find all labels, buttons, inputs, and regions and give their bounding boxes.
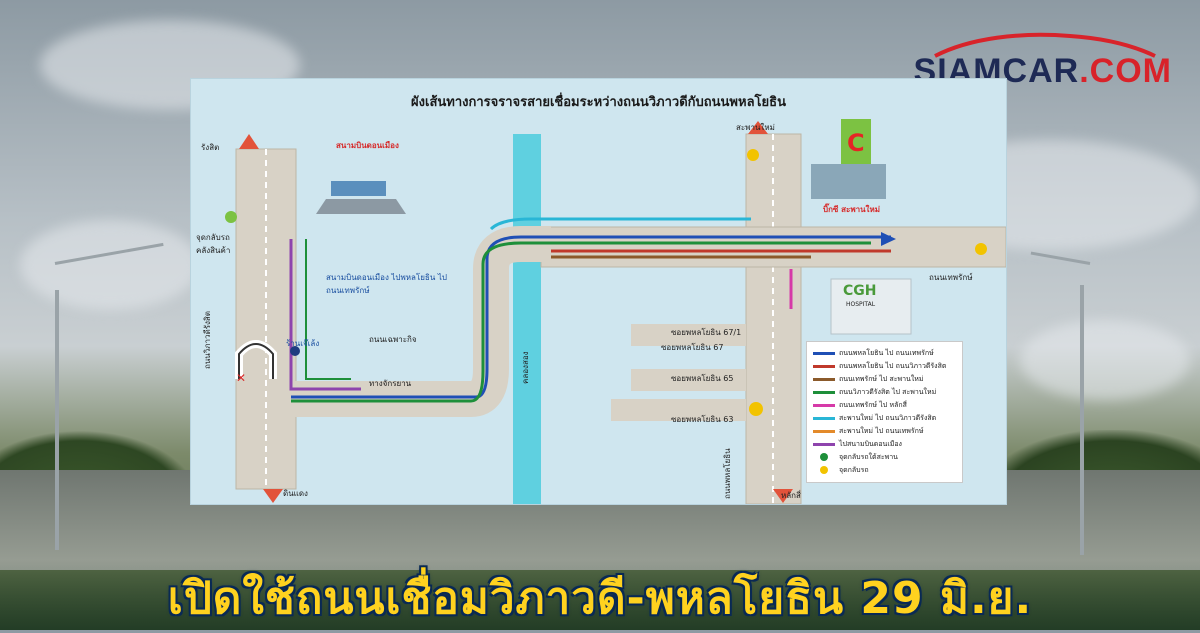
route-map: ผังเส้นทางการจราจรสายเชื่อมระหว่างถนนวิภ… (190, 78, 1007, 505)
label-cgh-sub: HOSPITAL (846, 301, 876, 308)
logo-suffix: .COM (1079, 52, 1172, 90)
label-lak-si: หลักสี่ (781, 491, 801, 500)
map-title: ผังเส้นทางการจราจรสายเชื่อมระหว่างถนนวิภ… (411, 95, 786, 110)
legend-item: ถนนพหลโยธิน ไป ถนนเทพรักษ์ (813, 348, 934, 358)
route-sign-icon (749, 402, 763, 416)
legend-item: จุดกลับรถใต้สะพาน (813, 452, 898, 462)
svg-text:✕: ✕ (236, 371, 246, 385)
street-lamp (1080, 285, 1084, 555)
label-soi-67-1: ซอยพหลโยธิน 67/1 (671, 328, 742, 337)
label-uturn-warehouse: จุดกลับรถ คลังสินค้า (196, 233, 231, 255)
label-soi-65: ซอยพหลโยธิน 65 (671, 374, 734, 383)
label-soi-63: ซอยพหลโยธิน 63 (671, 415, 734, 424)
soi-road (611, 399, 746, 421)
label-airport: สนามบินดอนเมือง (336, 141, 399, 150)
legend-swatch (813, 416, 835, 420)
arrow-down-icon (263, 489, 283, 503)
route-legend: ถนนพหลโยธิน ไป ถนนเทพรักษ์ ถนนพหลโยธิน ไ… (806, 341, 963, 483)
label-airport-route: สนามบินดอนเมือง ไปพหลโยธิน ไปถนนเทพรักษ์ (326, 273, 447, 295)
label-thep-rak: ถนนเทพรักษ์ (929, 273, 973, 282)
legend-item: ถนนวิภาวดีรังสิต ไป สะพานใหม่ (813, 387, 936, 397)
legend-item: ถนนเทพรักษ์ ไป สะพานใหม่ (813, 374, 923, 384)
connector-road (281, 226, 551, 417)
legend-item: จุดกลับรถ (813, 465, 869, 475)
legend-item: สะพานใหม่ ไป ถนนเทพรักษ์ (813, 426, 923, 436)
label-soi-67: ซอยพหลโยธิน 67 (661, 343, 724, 352)
arrow-up-icon (748, 121, 768, 134)
soi-road (631, 324, 746, 346)
route-diagram: ✕ C (225, 119, 1006, 504)
soi-road (631, 369, 746, 391)
restaurant-marker (290, 346, 300, 356)
arrow-right-icon (881, 232, 896, 246)
legend-item: ไปสนามบินดอนเมือง (813, 439, 902, 449)
street-lamp (55, 290, 59, 550)
street-lamp-arm (1030, 251, 1091, 265)
legend-swatch (813, 442, 835, 446)
label-side-road: ถนนเฉพาะกิจ (369, 335, 417, 344)
headline-banner (0, 560, 1200, 630)
car-logo-icon (934, 32, 1156, 58)
legend-swatch (813, 390, 835, 394)
arrow-down-icon (773, 489, 793, 503)
site-logo[interactable]: SIAMCAR.COM (914, 52, 1172, 91)
svg-text:C: C (847, 129, 865, 157)
legend-swatch (813, 364, 835, 368)
thep-rak-road (540, 226, 1006, 268)
legend-swatch (820, 466, 828, 474)
label-restaurant: ร้านเจ๊เล้ง (286, 339, 320, 348)
route-sign-icon (747, 149, 759, 161)
legend-item: ถนนเทพรักษ์ ไป หลักสี่ (813, 400, 907, 410)
label-rangsit: รังสิต (201, 143, 220, 152)
legend-item: ถนนพหลโยธิน ไป ถนนวิภาวดีรังสิต (813, 361, 946, 371)
headline: เปิดใช้ถนนเชื่อมวิภาวดี-พหลโยธิน 29 มิ.ย… (167, 573, 1033, 624)
legend-swatch (813, 377, 835, 381)
label-cgh: CGH (843, 283, 877, 299)
canal (513, 134, 541, 504)
cloud (1020, 320, 1190, 400)
route-sign-icon (225, 211, 237, 223)
label-canal: คลองสอง (521, 351, 530, 384)
arrow-up-icon (239, 134, 259, 149)
legend-swatch (813, 429, 835, 433)
legend-swatch (813, 351, 835, 355)
label-din-daeng: ดินแดง (283, 489, 308, 498)
label-vibhavadi: ถนนวิภาวดีรังสิต (203, 310, 212, 369)
label-big-c: บิ๊กซี สะพานใหม่ (823, 205, 881, 214)
label-road-entry: ทางจักรยาน (369, 379, 412, 388)
label-saphan-mai: สะพานใหม่ (736, 123, 775, 132)
cgh-hospital-building (830, 278, 912, 335)
label-phahon-road: ถนนพหลโยธิน (723, 448, 732, 499)
legend-swatch (820, 453, 828, 461)
airport-terminal (331, 181, 386, 196)
cloud (20, 220, 200, 310)
legend-swatch (813, 403, 835, 407)
big-c-building (811, 164, 886, 199)
legend-item: สะพานใหม่ ไป ถนนวิภาวดีรังสิต (813, 413, 936, 423)
route-sign-icon (975, 243, 987, 255)
